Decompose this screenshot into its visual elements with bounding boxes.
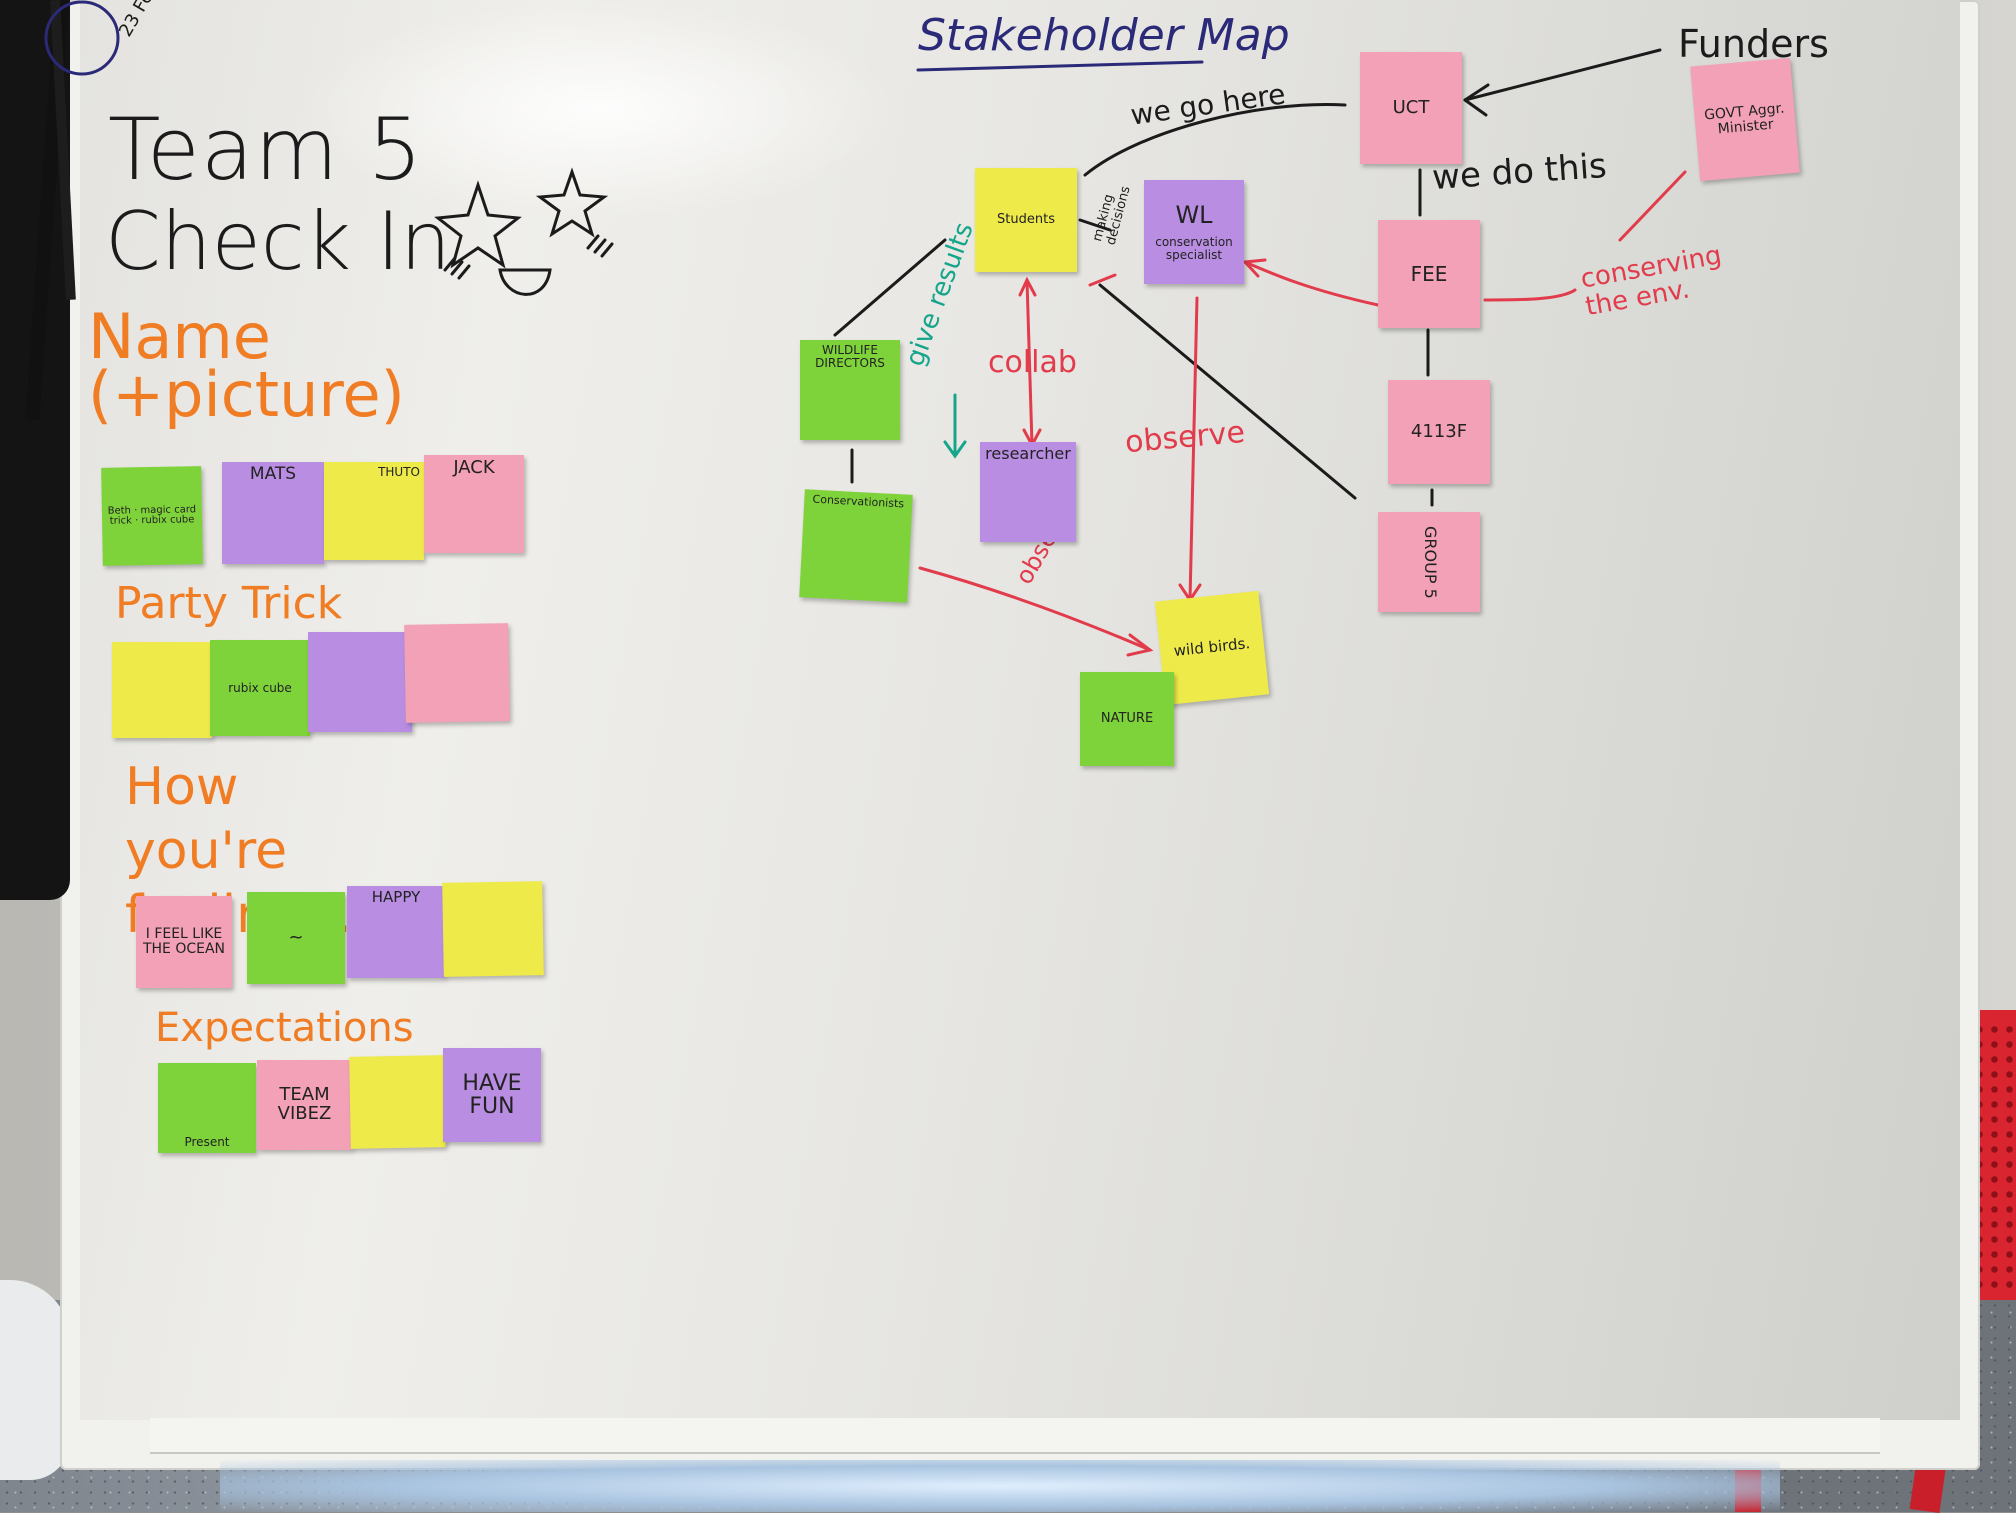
sticky-note-group5: GROUP 5 bbox=[1378, 512, 1480, 612]
sticky-note-conservationists: Conservationists bbox=[799, 489, 913, 603]
light-glare bbox=[300, 0, 900, 220]
students-group5-line bbox=[1098, 283, 1357, 500]
sticky-note-4113f: 4113F bbox=[1388, 380, 1490, 484]
observe-arrow bbox=[1188, 296, 1199, 602]
sticky-note-feeling-3: HAPPY bbox=[347, 886, 445, 978]
star-doodle bbox=[535, 167, 609, 238]
section-party-trick: Party Trick bbox=[115, 578, 343, 629]
sticky-note-students: Students bbox=[975, 168, 1077, 272]
star-doodle bbox=[434, 180, 522, 269]
students-wildlife-line bbox=[833, 238, 947, 337]
sparkle-doodle bbox=[443, 256, 471, 280]
sticky-note-wl: WL conservation specialist bbox=[1144, 180, 1244, 284]
sticky-note-beth: Beth · magic card trick · rubix cube bbox=[101, 466, 203, 566]
conservationists-birds-arrow bbox=[918, 566, 1152, 652]
marker-tray bbox=[150, 1418, 1880, 1452]
sticky-note-nature: NATURE bbox=[1080, 672, 1174, 766]
sticky-note-govt: GOVT Aggr. Minister bbox=[1690, 57, 1800, 182]
sticky-note-feeling-2: ~ bbox=[247, 892, 345, 984]
sticky-note-expectation-3 bbox=[349, 1055, 446, 1149]
white-chair bbox=[0, 1280, 70, 1480]
sticky-note-expectation-1: Present bbox=[158, 1063, 256, 1153]
sticky-note-party-4 bbox=[404, 623, 510, 723]
sticky-note-wildlife-directors: WILDLIFE DIRECTORS bbox=[800, 340, 900, 440]
group5-label: GROUP 5 bbox=[1420, 525, 1440, 599]
arrowhead bbox=[1126, 633, 1154, 657]
we-go-here-line bbox=[1083, 102, 1347, 177]
label-funders: Funders bbox=[1678, 22, 1829, 66]
sticky-note-party-2: rubix cube bbox=[210, 640, 310, 736]
sparkle-doodle bbox=[586, 234, 614, 258]
smile-doodle bbox=[498, 268, 552, 296]
sticky-note-fee: FEE bbox=[1378, 220, 1480, 328]
label-collab: collab bbox=[988, 345, 1077, 380]
title-underline bbox=[916, 60, 1204, 72]
title-line1: Team 5 bbox=[108, 100, 424, 200]
sticky-note-researcher: researcher bbox=[980, 442, 1076, 542]
sticky-note-expectation-4: HAVE FUN bbox=[443, 1048, 541, 1142]
sticky-note-party-3 bbox=[308, 632, 412, 732]
arrowhead bbox=[1243, 258, 1267, 278]
map-title: Stakeholder Map bbox=[918, 10, 1290, 61]
sticky-note-feeling-1: I FEEL LIKE THE OCEAN bbox=[136, 896, 232, 988]
students-wl-line bbox=[1078, 218, 1112, 232]
logo-circle bbox=[44, 0, 120, 76]
wl-title: WL bbox=[1175, 200, 1213, 229]
sticky-note-jack: JACK bbox=[424, 455, 524, 553]
collab-arrow bbox=[1025, 278, 1034, 447]
govt-conserving-line bbox=[1618, 170, 1687, 242]
funders-arrow bbox=[1463, 48, 1662, 102]
floor-light bbox=[220, 1460, 1780, 1512]
wl-subtitle: conservation specialist bbox=[1155, 235, 1233, 262]
sticky-note-feeling-4 bbox=[442, 881, 544, 977]
fee-conserving-line bbox=[1483, 288, 1577, 302]
arrowhead bbox=[943, 440, 967, 459]
fee-wl-arrow bbox=[1243, 260, 1380, 307]
sticky-note-thuto: THUTO bbox=[324, 462, 424, 560]
sticky-note-uct: UCT bbox=[1360, 52, 1462, 164]
sticky-note-party-1 bbox=[112, 642, 212, 738]
red-tick bbox=[1088, 273, 1117, 287]
section-name: Name (+picture) bbox=[88, 300, 405, 431]
section-expectations: Expectations bbox=[155, 1005, 414, 1051]
title-line2: Check In bbox=[105, 195, 451, 288]
arrowhead bbox=[1463, 83, 1490, 117]
sticky-note-expectation-2: TEAM VIBEZ bbox=[257, 1060, 352, 1150]
sticky-note-mats: MATS bbox=[222, 462, 324, 564]
